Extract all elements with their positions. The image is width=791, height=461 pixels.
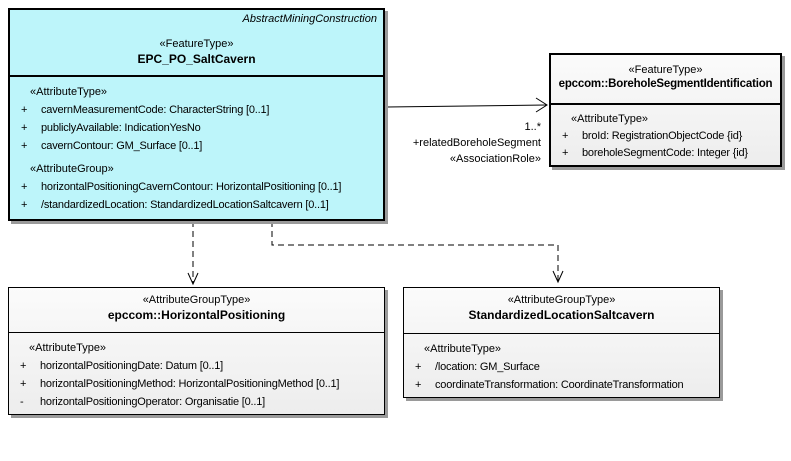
attribute-row: + boreholeSegmentCode: Integer {id} bbox=[551, 145, 780, 162]
dependency-arrow-standardized-location bbox=[271, 221, 564, 284]
visibility: + bbox=[21, 199, 28, 211]
attribute-row: + cavernMeasurementCode: CharacterString… bbox=[10, 101, 383, 119]
class-name: epccom::HorizontalPositioning bbox=[107, 308, 286, 322]
association-multiplicity: 1..* bbox=[524, 121, 541, 133]
class-stereotype: «FeatureType» bbox=[159, 38, 234, 50]
class-header: «FeatureType» epccom::BoreholeSegmentIde… bbox=[551, 55, 780, 105]
class-header: «AttributeGroupType» epccom::HorizontalP… bbox=[9, 288, 384, 333]
attribute-text: /location: GM_Surface bbox=[435, 361, 540, 373]
attribute-text: horizontalPositioningOperator: Organisat… bbox=[40, 396, 265, 408]
class-borehole-segment-identification[interactable]: «FeatureType» epccom::BoreholeSegmentIde… bbox=[549, 53, 782, 167]
attribute-text: cavernMeasurementCode: CharacterString [… bbox=[41, 104, 270, 116]
dependency-arrow-horizontal-positioning bbox=[187, 221, 199, 286]
attribute-text: boreholeSegmentCode: Integer {id} bbox=[582, 147, 748, 159]
visibility: + bbox=[415, 379, 422, 391]
class-name: epccom::BoreholeSegmentIdentification bbox=[558, 78, 773, 90]
attribute-row: + broId: RegistrationObjectCode {id} bbox=[551, 128, 780, 145]
visibility: + bbox=[21, 104, 28, 116]
class-name: EPC_PO_SaltCavern bbox=[137, 52, 256, 66]
class-stereotype: «FeatureType» bbox=[628, 64, 703, 76]
parent-class-note: AbstractMiningConstruction bbox=[242, 13, 377, 25]
class-name: StandardizedLocationSaltcavern bbox=[468, 308, 655, 322]
section-label: «AttributeType» bbox=[424, 343, 502, 355]
class-stereotype: «AttributeGroupType» bbox=[507, 294, 616, 306]
attributes-compartment: «AttributeType» + /location: GM_Surface … bbox=[404, 334, 719, 394]
visibility: + bbox=[562, 147, 569, 159]
attribute-row: + publiclyAvailable: IndicationYesNo bbox=[10, 119, 383, 137]
attribute-text: horizontalPositioningMethod: HorizontalP… bbox=[40, 378, 340, 390]
section-label: «AttributeType» bbox=[571, 113, 649, 125]
class-epc-po-saltcavern[interactable]: AbstractMiningConstruction «FeatureType»… bbox=[8, 8, 385, 221]
class-header: AbstractMiningConstruction «FeatureType»… bbox=[10, 10, 383, 77]
association-stereotype: «AssociationRole» bbox=[449, 153, 541, 165]
attribute-text: coordinateTransformation: CoordinateTran… bbox=[435, 379, 684, 391]
attribute-row: + horizontalPositioningCavernContour: Ho… bbox=[10, 178, 383, 196]
attribute-row: + /location: GM_Surface bbox=[404, 358, 719, 376]
attribute-text: horizontalPositioningCavernContour: Hori… bbox=[41, 181, 342, 193]
attribute-text: broId: RegistrationObjectCode {id} bbox=[582, 130, 743, 142]
visibility: + bbox=[21, 181, 28, 193]
attribute-row: + /standardizedLocation: StandardizedLoc… bbox=[10, 196, 383, 214]
association-arrow bbox=[386, 97, 548, 113]
attribute-text: publiclyAvailable: IndicationYesNo bbox=[41, 122, 201, 134]
visibility: + bbox=[21, 122, 28, 134]
attribute-row: + horizontalPositioningMethod: Horizonta… bbox=[9, 375, 384, 393]
class-header: «AttributeGroupType» StandardizedLocatio… bbox=[404, 288, 719, 334]
attributes-compartment: «AttributeType» + horizontalPositioningD… bbox=[9, 333, 384, 411]
attribute-row: + coordinateTransformation: CoordinateTr… bbox=[404, 376, 719, 394]
attribute-text: horizontalPositioningDate: Datum [0..1] bbox=[40, 360, 223, 372]
visibility: + bbox=[20, 378, 27, 390]
visibility: + bbox=[562, 130, 569, 142]
association-role-name: +relatedBoreholeSegment bbox=[412, 137, 541, 149]
section-label: «AttributeType» bbox=[29, 342, 107, 354]
attribute-text: cavernContour: GM_Surface [0..1] bbox=[41, 140, 203, 152]
attribute-row: + cavernContour: GM_Surface [0..1] bbox=[10, 137, 383, 155]
class-horizontal-positioning[interactable]: «AttributeGroupType» epccom::HorizontalP… bbox=[8, 287, 385, 415]
attribute-row: - horizontalPositioningOperator: Organis… bbox=[9, 393, 384, 411]
attributes-compartment: «AttributeType» + broId: RegistrationObj… bbox=[551, 105, 780, 162]
attribute-text: /standardizedLocation: StandardizedLocat… bbox=[41, 199, 329, 211]
visibility: - bbox=[20, 396, 24, 408]
visibility: + bbox=[415, 361, 422, 373]
section-label: «AttributeGroup» bbox=[30, 163, 114, 175]
attributes-compartment: «AttributeType» + cavernMeasurementCode:… bbox=[10, 77, 383, 214]
attribute-row: + horizontalPositioningDate: Datum [0..1… bbox=[9, 357, 384, 375]
class-standardized-location-saltcavern[interactable]: «AttributeGroupType» StandardizedLocatio… bbox=[403, 287, 720, 398]
class-stereotype: «AttributeGroupType» bbox=[142, 294, 251, 306]
visibility: + bbox=[21, 140, 28, 152]
section-label: «AttributeType» bbox=[30, 86, 108, 98]
visibility: + bbox=[20, 360, 27, 372]
